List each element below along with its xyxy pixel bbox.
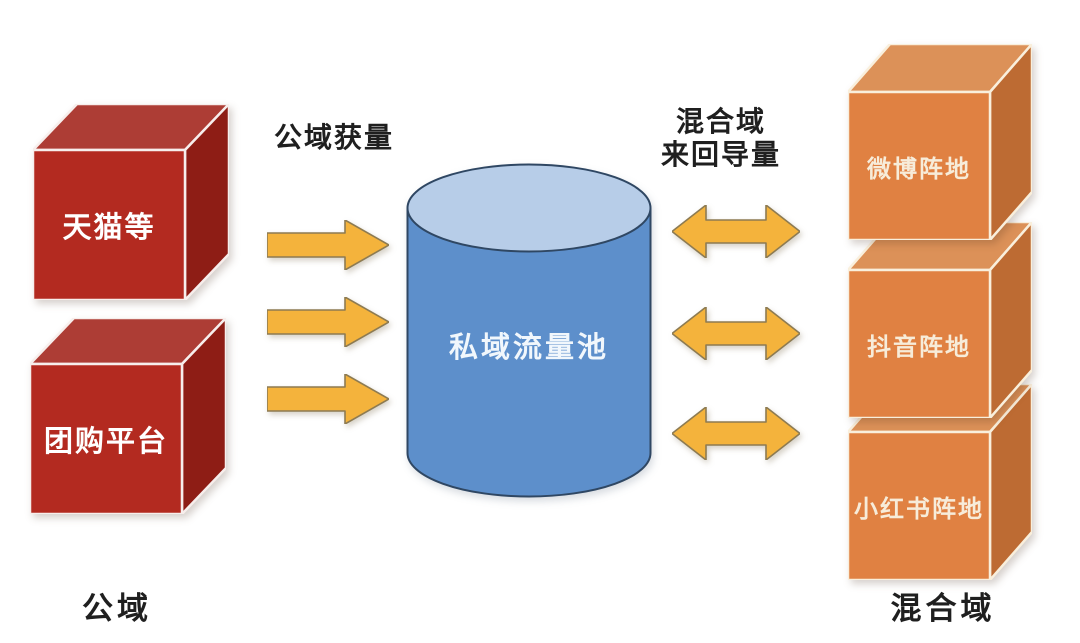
cube-front-face xyxy=(848,90,992,240)
right-arrow-1 xyxy=(267,220,389,270)
two-way-flow-label-line1: 混合域 xyxy=(675,106,766,137)
double-arrow-3 xyxy=(672,407,800,460)
private-pool-cylinder: 私域流量池 xyxy=(406,162,652,498)
right-arrow-icon xyxy=(267,220,389,270)
douyin-cube: 抖音阵地 xyxy=(848,222,1032,418)
cylinder-top-ellipse xyxy=(406,163,652,253)
double-arrow-icon xyxy=(672,407,800,460)
cube-3d-shape xyxy=(30,318,226,514)
cube-front-face xyxy=(848,268,992,418)
cube-front-face xyxy=(848,430,992,580)
double-arrow-1 xyxy=(672,205,800,258)
cube-front-face xyxy=(30,362,184,514)
public-domain-group-label: 公域 xyxy=(82,591,152,626)
double-arrow-icon xyxy=(672,307,800,360)
xiaohongshu-cube-label: 小红书阵地 xyxy=(854,495,984,523)
cube-3d-shape xyxy=(33,104,229,300)
cube-3d-shape xyxy=(848,44,1032,240)
double-arrow-2 xyxy=(672,307,800,360)
private-pool-label: 私域流量池 xyxy=(448,332,609,364)
group-buy-cube: 团购平台 xyxy=(30,318,226,514)
right-arrow-2 xyxy=(267,297,389,347)
two-way-flow-label: 混合域 来回导量 xyxy=(631,105,811,171)
right-arrow-icon xyxy=(267,374,389,424)
mixed-domain-group-label: 混合域 xyxy=(890,591,996,626)
group-buy-cube-label: 团购平台 xyxy=(43,426,168,458)
double-arrow-icon xyxy=(672,205,800,258)
douyin-cube-label: 抖音阵地 xyxy=(867,333,971,361)
weibo-cube: 微博阵地 xyxy=(848,44,1032,240)
right-arrow-3 xyxy=(267,374,389,424)
tmall-cube: 天猫等 xyxy=(33,104,229,300)
two-way-flow-label-line2: 来回导量 xyxy=(660,139,781,170)
weibo-cube-label: 微博阵地 xyxy=(867,155,971,183)
cube-3d-shape xyxy=(848,222,1032,418)
right-arrow-icon xyxy=(267,297,389,347)
acquisition-flow-label: 公域获量 xyxy=(273,122,394,153)
cube-front-face xyxy=(33,148,187,300)
tmall-cube-label: 天猫等 xyxy=(62,212,156,244)
cylinder-shape xyxy=(406,163,652,498)
